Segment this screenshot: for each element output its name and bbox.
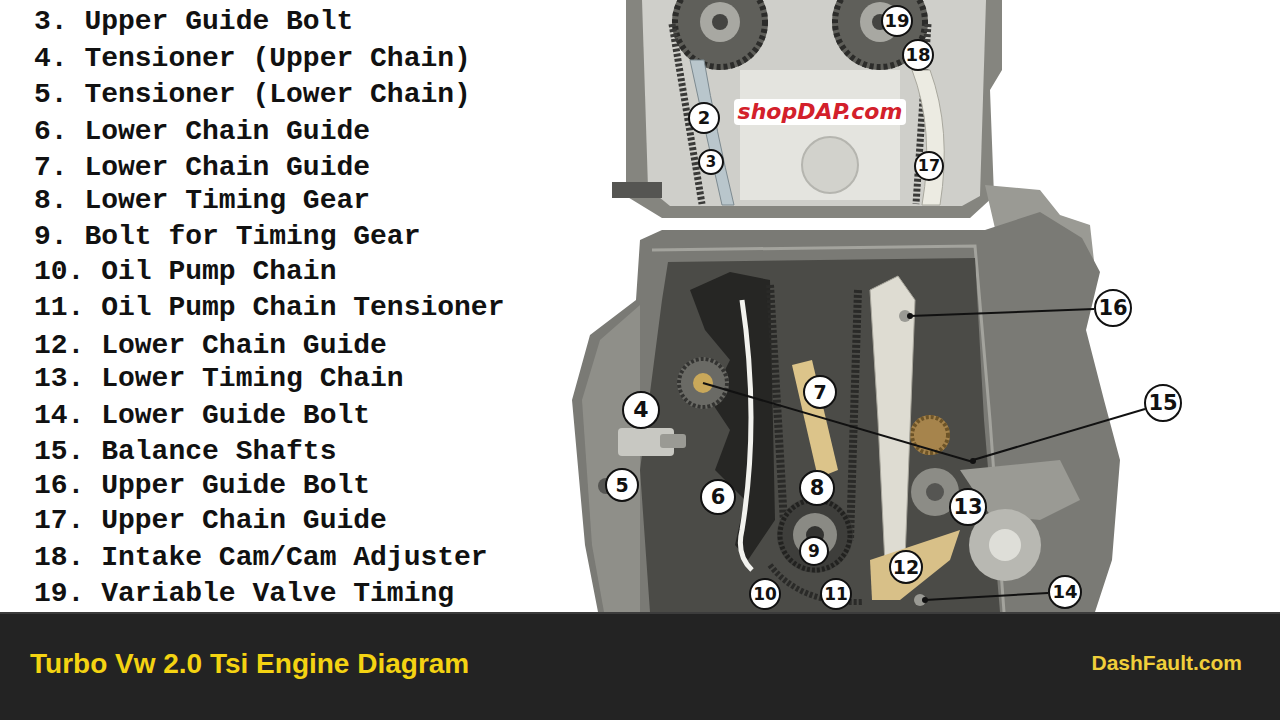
part-name: 19. Variable Valve Timing [34, 580, 454, 608]
callout-number: 7 [803, 375, 837, 409]
lower-timing-chain [850, 290, 858, 540]
upper-chain-guide [690, 60, 944, 205]
callout-number: 5 [605, 468, 639, 502]
upper-timing-housing [802, 137, 858, 193]
leader-line [973, 409, 1145, 460]
callout-number: 15 [1144, 384, 1182, 422]
engine-block [572, 212, 1120, 612]
part-name: 17. Upper Chain Guide [34, 507, 387, 535]
chain-tensioner [660, 434, 686, 448]
part-name: 11. Oil Pump Chain Tensioner [34, 294, 504, 322]
callout-number: 9 [799, 536, 829, 566]
engine-block [572, 212, 1120, 612]
callout-number: 12 [889, 550, 923, 584]
part-name: 9. Bolt for Timing Gear [34, 223, 420, 251]
balance-shaft-gear [912, 417, 948, 453]
lower-timing-chain [770, 285, 862, 602]
callout-number: 11 [820, 578, 852, 610]
upper-timing-chain [672, 24, 928, 204]
part-name: 6. Lower Chain Guide [34, 118, 370, 146]
callout-number: 2 [688, 102, 720, 134]
lower-chain-guide [870, 276, 915, 565]
leader-line [922, 597, 928, 603]
part-name: 14. Lower Guide Bolt [34, 402, 370, 430]
footer-bar [0, 612, 1280, 614]
callout-number: 4 [622, 391, 660, 429]
engine-block [640, 258, 1000, 612]
callout-number: 6 [700, 479, 736, 515]
callout-number: 16 [1094, 289, 1132, 327]
part-name: 7. Lower Chain Guide [34, 154, 370, 182]
part-name: 15. Balance Shafts [34, 438, 336, 466]
brand-logo: DashFault.com [1091, 651, 1242, 675]
callout-number: 14 [1048, 575, 1082, 609]
upper-timing-housing [740, 70, 900, 200]
engine-block [582, 305, 640, 612]
crankshaft-gear [780, 500, 850, 570]
camshaft-gear [672, 0, 928, 70]
leader-line [703, 383, 973, 462]
part-name: 4. Tensioner (Upper Chain) [34, 45, 471, 73]
camshaft-gear [712, 14, 728, 30]
callout-number: 10 [749, 578, 781, 610]
lower-timing-chain [770, 285, 785, 540]
lower-chain-guide [870, 530, 960, 600]
footer-bar [0, 612, 1280, 720]
part-name: 16. Upper Guide Bolt [34, 472, 370, 500]
chain-tensioner [598, 272, 775, 560]
callout-number: 3 [698, 149, 724, 175]
camshaft-gear [700, 2, 740, 42]
callout-number: 17 [914, 151, 944, 181]
leader-line [970, 458, 976, 464]
balance-shaft-gear [677, 357, 959, 516]
callout-number: 19 [881, 5, 913, 37]
leader-line [703, 309, 1145, 603]
leader-line [925, 593, 1048, 600]
camshaft-gear [672, 0, 768, 70]
part-name: 13. Lower Timing Chain [34, 365, 404, 393]
title: Turbo Vw 2.0 Tsi Engine Diagram [30, 647, 469, 681]
part-name: 10. Oil Pump Chain [34, 258, 336, 286]
part-name: 12. Lower Chain Guide [34, 332, 387, 360]
upper-chain-guide [912, 70, 944, 205]
callout-number: 18 [902, 39, 934, 71]
balance-shaft-gear [926, 483, 944, 501]
leader-line [910, 309, 1094, 316]
part-name: 18. Intake Cam/Cam Adjuster [34, 544, 488, 572]
footer-bar [0, 612, 1280, 720]
leader-line [907, 313, 913, 319]
lower-chain-guide [740, 300, 752, 570]
part-name: 3. Upper Guide Bolt [34, 8, 353, 36]
part-name: 8. Lower Timing Gear [34, 187, 370, 215]
belt-tensioner [989, 529, 1021, 561]
part-name: 5. Tensioner (Lower Chain) [34, 81, 471, 109]
callout-number: 8 [799, 470, 835, 506]
crankshaft-gear [777, 497, 853, 573]
upper-timing-housing [612, 182, 662, 198]
chain-tensioner [690, 272, 775, 560]
crankshaft-gear [777, 497, 853, 573]
lower-chain-guide [792, 360, 838, 478]
lower-chain-guide [740, 276, 960, 600]
callout-number: 13 [949, 488, 987, 526]
camshaft-gear [675, 0, 765, 67]
watermark: shopDAP.com [734, 99, 907, 125]
